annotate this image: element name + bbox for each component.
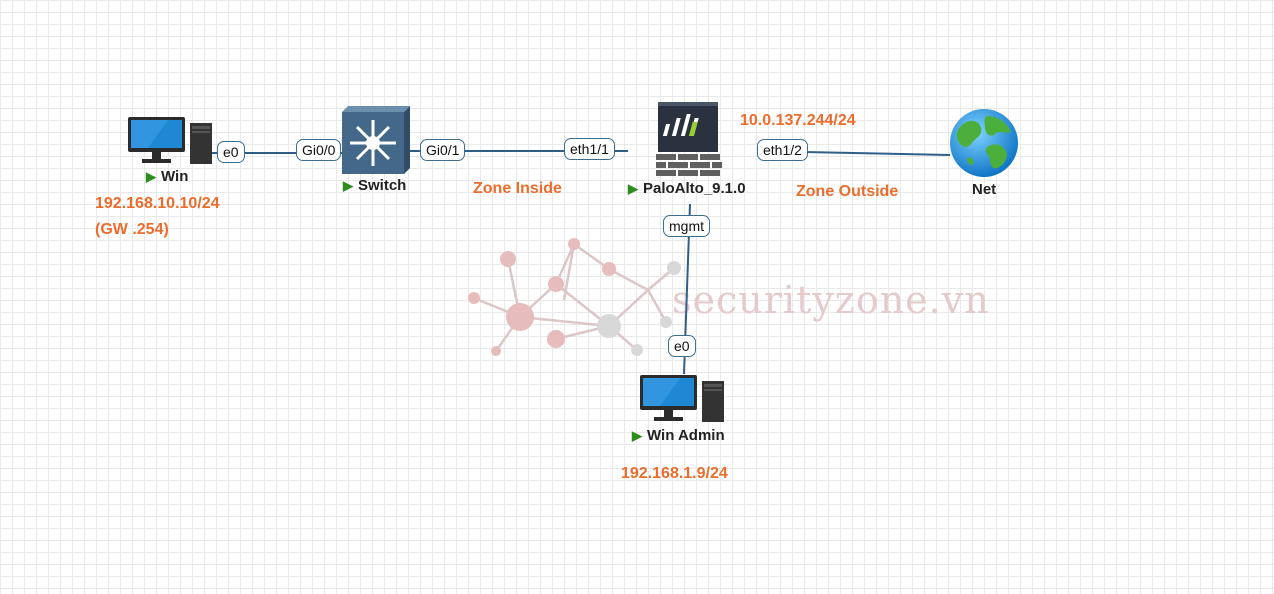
running-status-icon: ▶ [343, 178, 353, 193]
desktop-pc-icon [640, 375, 724, 422]
node-win-admin[interactable] [640, 374, 728, 424]
desktop-pc-icon [128, 117, 212, 164]
port-winadmin-e0[interactable]: e0 [668, 335, 696, 357]
node-switch[interactable] [342, 106, 410, 174]
port-switch-gi00[interactable]: Gi0/0 [296, 139, 342, 161]
port-win-e0[interactable]: e0 [217, 141, 245, 163]
running-status-icon: ▶ [632, 428, 642, 443]
admin-ip-note: 192.168.1.9/24 [621, 465, 728, 482]
port-paloalto-mgmt[interactable]: mgmt [663, 215, 710, 237]
node-label-net: Net [972, 181, 997, 198]
node-win[interactable] [128, 116, 216, 166]
node-label-paloalto: ▶PaloAlto_9.1.0 [628, 180, 746, 197]
node-label-win: ▶Win [146, 168, 189, 185]
running-status-icon: ▶ [628, 181, 638, 196]
outside-ip-note: 10.0.137.244/24 [740, 112, 856, 129]
node-net[interactable] [949, 108, 1019, 178]
node-paloalto[interactable] [654, 102, 724, 177]
firewall-icon [654, 102, 722, 176]
running-status-icon: ▶ [146, 169, 156, 184]
port-paloalto-eth12[interactable]: eth1/2 [757, 139, 808, 161]
zone-inside-note: Zone Inside [473, 180, 562, 197]
zone-outside-note: Zone Outside [796, 183, 899, 200]
win-gateway-note: (GW .254) [95, 221, 169, 238]
node-label-win-admin: ▶Win Admin [632, 427, 725, 444]
win-ip-note: 192.168.10.10/24 [95, 195, 220, 212]
node-label-switch: ▶Switch [343, 177, 407, 194]
layer3-switch-icon [342, 106, 410, 174]
port-paloalto-eth11[interactable]: eth1/1 [564, 138, 615, 160]
globe-icon [950, 109, 1018, 177]
port-switch-gi01[interactable]: Gi0/1 [420, 139, 466, 161]
watermark-text: securityzone.vn [672, 278, 990, 322]
